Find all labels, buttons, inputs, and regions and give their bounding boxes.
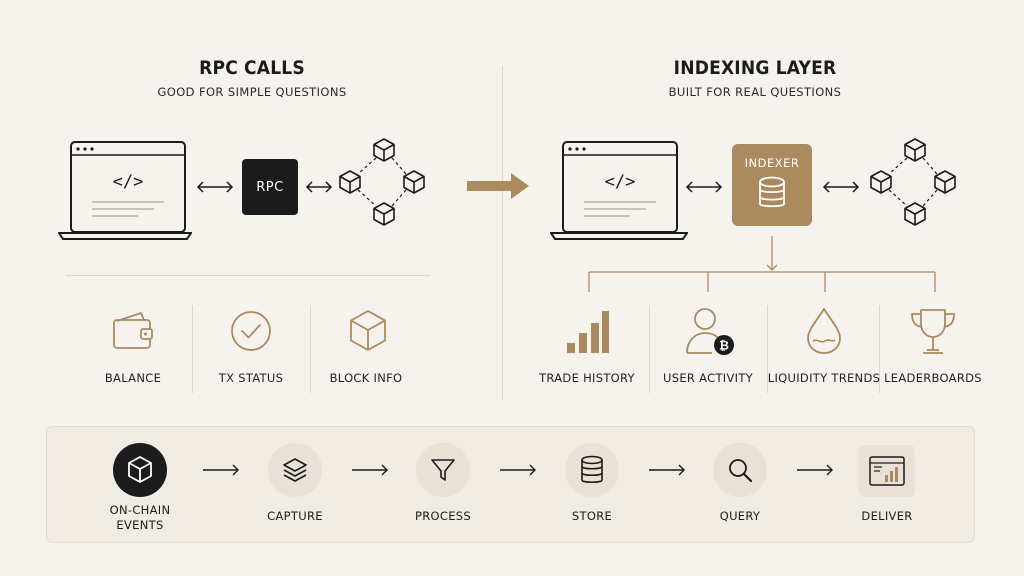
trophy-icon [908,306,958,358]
svg-text:</>: </> [605,172,636,192]
blockchain-network-icon [336,134,432,230]
laptop-icon: </> [58,140,192,240]
stage-label: PROCESS [415,509,471,523]
use-case-label: LEADERBOARDS [884,371,982,385]
bidirectional-arrow-icon [196,181,234,193]
bar-chart-icon [565,309,609,355]
rpc-subtitle: GOOD FOR SIMPLE QUESTIONS [157,85,347,99]
database-icon [565,443,619,497]
rpc-node-label: RPC [256,179,284,195]
use-case-separator [310,305,311,393]
transition-arrow-icon [467,173,529,199]
stage-label: CAPTURE [267,509,323,523]
wallet-icon [111,309,155,353]
user-icon: ₿ [684,305,738,359]
use-case-label: LIQUIDITY TRENDS [767,371,881,385]
rpc-title: RPC CALLS [199,57,305,79]
arrow-right-icon [648,464,686,476]
bidirectional-arrow-icon [305,181,333,193]
svg-text:₿: ₿ [719,339,729,353]
indexing-title: INDEXING LAYER [673,57,837,79]
indexer-node: INDEXER [732,144,812,226]
arrow-right-icon [499,464,537,476]
cube-icon [346,308,390,354]
dashboard-icon [859,445,915,497]
bidirectional-arrow-icon [822,181,860,193]
stage-label: ON-CHAIN EVENTS [109,503,171,532]
svg-text:</>: </> [113,172,144,192]
cube-icon [113,443,167,497]
use-case-label: BALANCE [104,371,162,385]
search-icon [713,443,767,497]
use-case-separator [649,305,650,393]
droplet-icon [804,306,844,356]
stage-label: STORE [571,509,613,523]
indexing-subtitle: BUILT FOR REAL QUESTIONS [668,85,842,99]
section-divider [502,66,503,400]
indexer-node-label: INDEXER [744,156,800,170]
use-case-label: USER ACTIVITY [663,371,753,385]
fan-out-connector [585,236,945,292]
arrow-right-icon [202,464,240,476]
use-case-separator [767,305,768,393]
use-case-label: TX STATUS [218,371,284,385]
layers-icon [268,443,322,497]
stage-label: QUERY [719,509,761,523]
stage-label: DELIVER [861,509,913,523]
pipeline-panel [46,426,975,543]
check-circle-icon [229,309,273,353]
use-case-label: BLOCK INFO [329,371,403,385]
blockchain-network-icon [867,134,963,230]
filter-icon [416,443,470,497]
bidirectional-arrow-icon [685,181,723,193]
arrow-right-icon [796,464,834,476]
rpc-divider [66,275,430,276]
rpc-node: RPC [242,159,298,215]
use-case-separator [879,305,880,393]
laptop-icon: </> [550,140,688,240]
use-case-separator [192,305,193,393]
database-icon [732,176,812,210]
arrow-right-icon [351,464,389,476]
use-case-label: TRADE HISTORY [539,371,635,385]
